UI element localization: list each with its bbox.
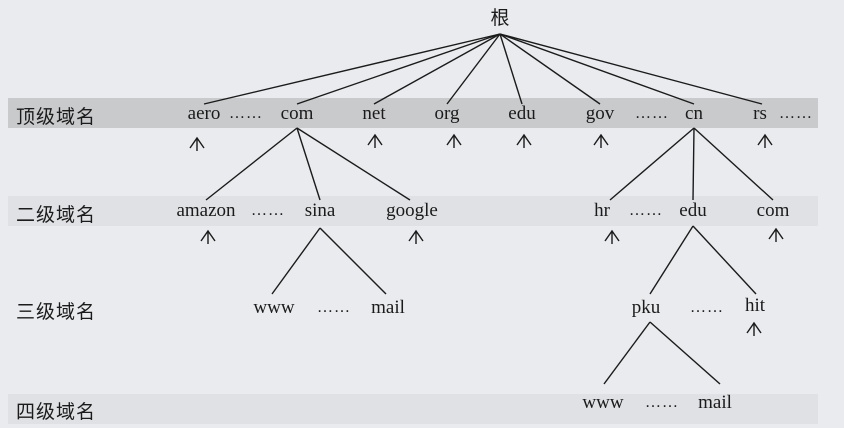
arrow-amazon-icon xyxy=(200,229,216,244)
third-ellipsis-1: …… xyxy=(317,299,351,316)
edge-com-sina xyxy=(296,127,321,201)
arrow-org-icon xyxy=(446,133,462,148)
tld-ellipsis-1: …… xyxy=(229,105,263,122)
sld-cn-com: com xyxy=(756,200,790,221)
edge-root-net xyxy=(373,33,501,105)
edge-pku-mail xyxy=(649,321,721,385)
tld-rs: rs xyxy=(753,103,767,124)
tld-cn: cn xyxy=(685,103,703,124)
edge-edu-pku xyxy=(649,225,694,295)
arrow-aero-icon xyxy=(189,136,205,151)
edge-root-com xyxy=(296,33,501,105)
fourth-level-band xyxy=(8,394,818,424)
arrow-cn-com-icon xyxy=(768,227,784,242)
root-node: 根 xyxy=(490,7,510,29)
sld-ellipsis-2: …… xyxy=(629,202,663,219)
level-label-third: 三级域名 xyxy=(16,301,97,323)
third-hit: hit xyxy=(744,295,766,316)
edge-root-rs xyxy=(499,33,763,105)
tld-aero: aero xyxy=(187,103,221,124)
tld-gov: gov xyxy=(585,103,615,124)
edge-cn-edu xyxy=(692,127,695,201)
edge-com-google xyxy=(296,127,411,201)
sld-sina: sina xyxy=(304,200,336,221)
arrow-google-icon xyxy=(408,229,424,244)
edge-cn-com xyxy=(693,127,774,201)
fourth-pku-mail: mail xyxy=(698,392,732,413)
edge-cn-hr xyxy=(609,127,695,201)
tld-edu: edu xyxy=(508,103,536,124)
edge-com-amazon xyxy=(205,127,298,201)
edge-root-edu xyxy=(499,33,523,105)
top-level-band xyxy=(8,98,818,128)
edge-root-cn xyxy=(499,33,695,105)
third-pku: pku xyxy=(631,297,661,318)
tld-org: org xyxy=(434,103,460,124)
arrow-edu-icon xyxy=(516,133,532,148)
third-sina-mail: mail xyxy=(371,297,405,318)
edge-sina-mail xyxy=(319,227,387,295)
tld-net: net xyxy=(362,103,386,124)
arrow-gov-icon xyxy=(593,133,609,148)
arrow-net-icon xyxy=(367,133,383,148)
sld-amazon: amazon xyxy=(176,200,236,221)
edge-root-aero xyxy=(203,33,501,105)
sld-hr: hr xyxy=(594,200,610,221)
fourth-ellipsis: …… xyxy=(645,394,679,411)
arrow-hit-icon xyxy=(746,321,762,336)
arrow-rs-icon xyxy=(757,133,773,148)
third-ellipsis-2: …… xyxy=(690,299,724,316)
tld-ellipsis-2: …… xyxy=(635,105,669,122)
sld-cn-edu: edu xyxy=(679,200,707,221)
second-level-band xyxy=(8,196,818,226)
third-sina-www: www xyxy=(253,297,295,318)
tld-com: com xyxy=(280,103,314,124)
level-label-fourth: 四级域名 xyxy=(16,401,97,423)
level-label-top: 顶级域名 xyxy=(16,106,97,128)
edge-pku-www xyxy=(603,321,651,385)
edge-root-gov xyxy=(499,33,601,105)
sld-ellipsis-1: …… xyxy=(251,202,285,219)
edge-sina-www xyxy=(271,227,321,295)
tld-ellipsis-3: …… xyxy=(779,105,813,122)
arrow-hr-icon xyxy=(604,229,620,244)
fourth-pku-www: www xyxy=(582,392,624,413)
edge-root-org xyxy=(446,33,501,105)
edge-edu-hit xyxy=(692,225,757,295)
sld-google: google xyxy=(386,200,438,221)
level-label-second: 二级域名 xyxy=(16,204,97,226)
